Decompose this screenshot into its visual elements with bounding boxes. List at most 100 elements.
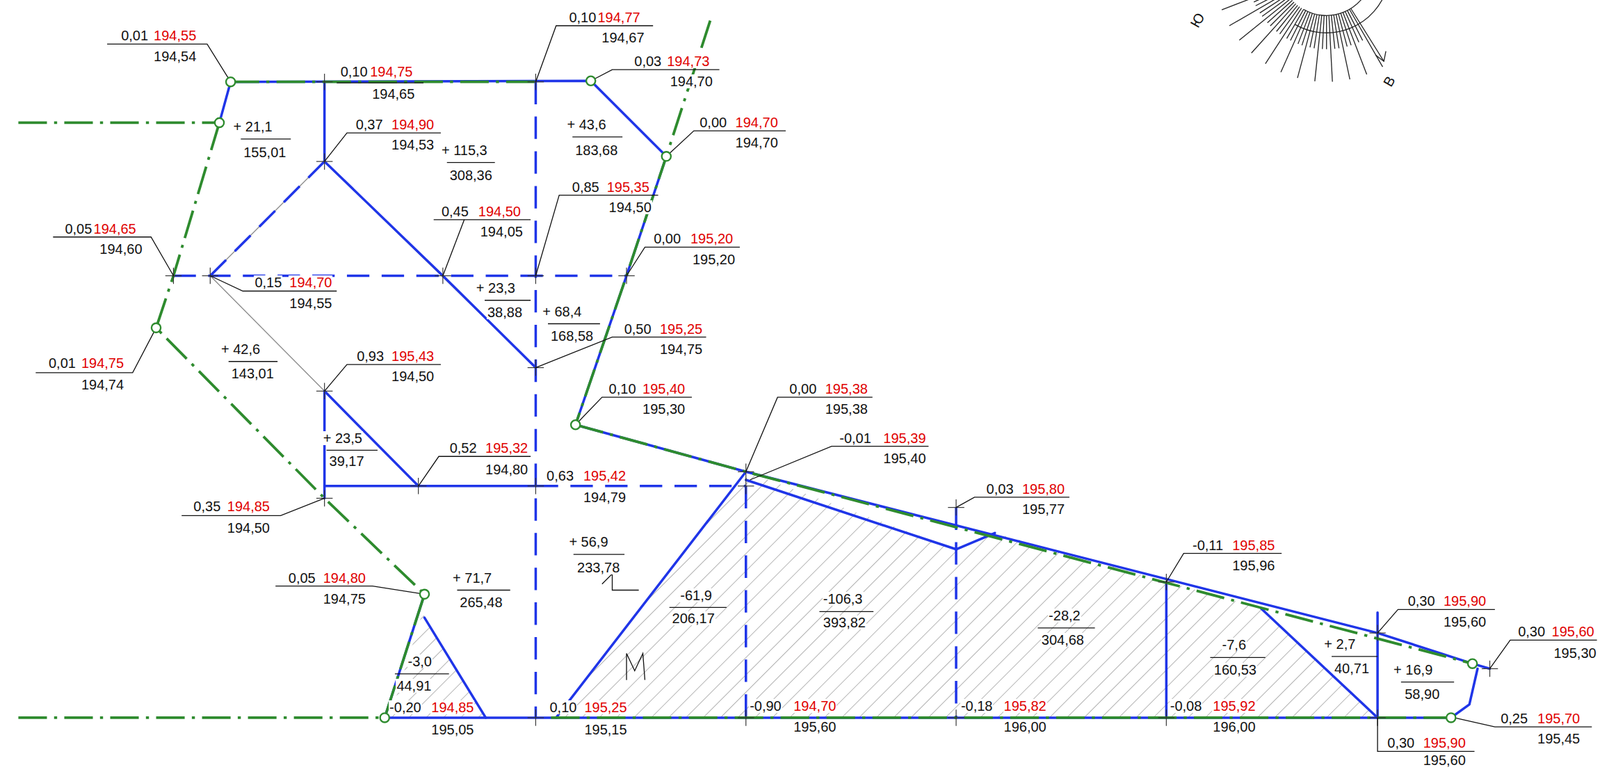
- fraction-bar: [1331, 655, 1378, 657]
- boundaries: [18, 20, 1473, 718]
- cell-area: 393,82: [822, 615, 867, 630]
- fraction-bar: [547, 323, 601, 325]
- leader-line: [107, 43, 231, 82]
- cell-area: 44,91: [395, 678, 432, 693]
- cell-area: 265,48: [458, 595, 503, 610]
- existing-elevation: 194,65: [371, 86, 416, 101]
- zero-line: [324, 161, 537, 368]
- work-mark: 0,01: [47, 356, 77, 370]
- grid-line: [534, 82, 538, 718]
- existing-elevation: 194,50: [390, 369, 435, 384]
- earth-volume: + 42,6: [220, 342, 261, 357]
- fraction-bars: [228, 136, 1454, 683]
- existing-elevation: 195,30: [1552, 645, 1597, 660]
- earth-volume: + 23,5: [322, 431, 363, 446]
- work-mark: 0,63: [545, 468, 575, 483]
- work-mark: 0,10: [608, 381, 637, 396]
- grid-tick: [745, 477, 747, 494]
- work-mark: 0,52: [449, 440, 478, 455]
- zero-line: [424, 617, 486, 718]
- design-elevation: 195,60: [1551, 624, 1596, 639]
- existing-elevation: 195,20: [691, 252, 736, 267]
- leader-line: [535, 195, 658, 277]
- fraction-bar: [228, 360, 278, 362]
- compass-ray: [1335, 14, 1350, 80]
- boundary-point: [380, 712, 390, 722]
- compass-arc: [1294, 0, 1387, 33]
- compass-ray: [1255, 0, 1286, 6]
- boundary-point: [586, 76, 596, 86]
- boundary-line: [230, 80, 537, 84]
- design-elevation: 194,70: [792, 698, 837, 713]
- earth-volume: + 68,4: [541, 304, 583, 319]
- zero-line: [575, 424, 1491, 669]
- work-mark: -0,90: [748, 698, 783, 713]
- cell-area: 58,90: [1403, 687, 1441, 701]
- work-mark: 0,10: [568, 10, 597, 25]
- work-mark: -0,08: [1169, 698, 1203, 713]
- earth-volume: -3,0: [407, 654, 433, 669]
- leader-line: [746, 397, 873, 472]
- fraction-bar: [394, 673, 450, 674]
- fraction-bar: [819, 611, 874, 612]
- design-elevation: 195,92: [1211, 698, 1256, 713]
- leaders: [35, 25, 1597, 751]
- design-elevation: 194,77: [596, 10, 641, 25]
- design-elevation: 194,85: [430, 700, 475, 715]
- compass-ray: [1290, 10, 1306, 41]
- compass-ray: [1328, 15, 1333, 82]
- existing-elevation: 194,70: [734, 135, 779, 150]
- symbols: [602, 573, 646, 681]
- existing-elevation: 194,50: [608, 200, 653, 215]
- boundary-line: [575, 424, 1473, 664]
- fraction-bar: [1401, 681, 1454, 683]
- leader-line: [442, 219, 465, 277]
- fraction-bar: [456, 589, 510, 591]
- leader-line: [1377, 609, 1496, 633]
- grid-tick: [955, 709, 957, 726]
- compass-ray: [1314, 15, 1322, 82]
- work-mark: 0,85: [571, 180, 601, 195]
- design-elevation: 195,38: [824, 381, 869, 396]
- work-mark: 0,03: [986, 481, 1015, 496]
- cell-area: 38,88: [486, 305, 523, 320]
- existing-elevation: 195,38: [824, 401, 869, 416]
- earth-volume: + 71,7: [451, 570, 493, 585]
- existing-elevation: 194,54: [152, 49, 197, 64]
- boundary-point: [661, 151, 672, 161]
- leader-line: [52, 237, 174, 277]
- earth-volume: + 23,3: [475, 280, 516, 295]
- cell-area: 39,17: [328, 454, 366, 468]
- zero-line: [1165, 582, 1169, 718]
- design-elevation: 195,40: [641, 381, 686, 396]
- grid-line: [173, 274, 627, 278]
- zero-line: [323, 82, 327, 162]
- work-mark: 0,00: [698, 115, 728, 130]
- boundary-point: [214, 118, 224, 128]
- boundary-point: [1467, 659, 1477, 669]
- earth-volume: -61,9: [679, 588, 713, 603]
- existing-elevation: 195,15: [583, 722, 628, 737]
- existing-elevation: 195,60: [792, 719, 837, 734]
- design-elevation: 195,32: [484, 440, 529, 455]
- work-mark: -0,11: [1191, 538, 1224, 553]
- leader-line: [575, 397, 692, 425]
- cell-area: 168,58: [550, 328, 594, 343]
- existing-elevation: 194,75: [322, 591, 367, 606]
- work-mark: -0,01: [838, 431, 872, 446]
- design-elevation: 195,39: [882, 431, 927, 446]
- work-mark: 0,03: [633, 54, 662, 69]
- grid-diagonal: [209, 161, 325, 276]
- zero-line: [384, 716, 1452, 719]
- earth-volume: + 21,1: [232, 119, 274, 134]
- leader-line: [1377, 717, 1475, 751]
- cell-area: 40,71: [1333, 661, 1370, 676]
- cell-area: 183,68: [574, 143, 619, 158]
- work-mark: 0,15: [253, 275, 283, 290]
- zero-line: [1261, 608, 1378, 718]
- leader-line: [626, 246, 740, 276]
- leader-line: [1166, 553, 1282, 583]
- compass-ray: [1349, 9, 1384, 67]
- work-mark: 0,05: [63, 221, 93, 236]
